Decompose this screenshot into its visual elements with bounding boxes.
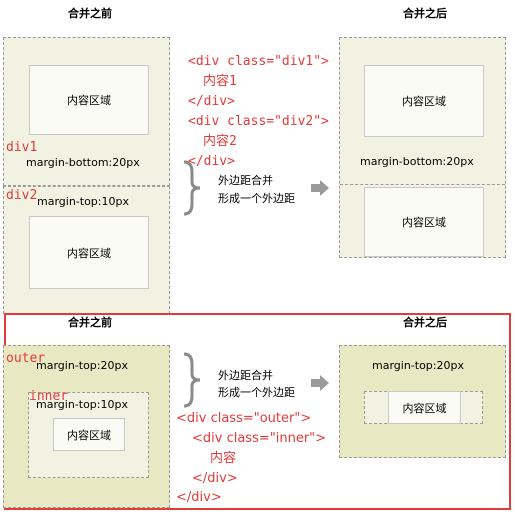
bottom-after-margin-top-label: margin-top:20px xyxy=(372,359,464,372)
top-code-line-4: <div class="div2"> xyxy=(188,114,329,129)
after-divider xyxy=(340,184,505,185)
bottom-after-outer-box: margin-top:20px 内容区域 xyxy=(339,345,506,458)
top-note-line-1: 外边距合并 xyxy=(218,174,273,187)
bottom-code-line-3: 内容 xyxy=(210,451,237,466)
div1-margin-bottom-label: margin-bottom:20px xyxy=(26,156,140,169)
top-code-line-5: 内容2 xyxy=(203,134,237,149)
outer-box: margin-top:20px margin-top:10px 内容区域 xyxy=(3,345,170,508)
bottom-arrow-icon xyxy=(311,375,329,391)
after-margin-bottom-label: margin-bottom:20px xyxy=(360,155,474,168)
after-div1-content-area: 内容区域 xyxy=(364,65,484,137)
bottom-after-content-area: 内容区域 xyxy=(388,391,461,424)
div2-content-label: 内容区域 xyxy=(67,246,111,260)
div2-label: div2 xyxy=(6,188,38,203)
div2-content-area: 内容区域 xyxy=(29,216,149,289)
top-code-line-3: </div> xyxy=(188,94,235,109)
top-before-heading: 合并之前 xyxy=(68,7,112,20)
top-arrow-icon xyxy=(311,180,329,196)
after-div2-content-area: 内容区域 xyxy=(364,187,484,257)
bottom-note-line-1: 外边距合并 xyxy=(218,369,273,382)
div1-box: 内容区域 margin-bottom:20px xyxy=(3,37,170,186)
top-note-line-2: 形成一个外边距 xyxy=(218,192,295,205)
top-brace-icon xyxy=(183,160,201,216)
bottom-after-inner-box: 内容区域 xyxy=(364,391,483,424)
bottom-after-content-label: 内容区域 xyxy=(402,401,447,415)
bottom-after-heading: 合并之后 xyxy=(403,316,447,329)
top-code-line-2: 内容1 xyxy=(203,74,237,89)
div1-content-area: 内容区域 xyxy=(29,65,149,135)
bottom-before-heading: 合并之前 xyxy=(68,316,112,329)
div1-content-label: 内容区域 xyxy=(67,94,111,107)
top-after-heading: 合并之后 xyxy=(403,7,447,20)
inner-box: margin-top:10px 内容区域 xyxy=(28,392,149,478)
bottom-code-line-1: <div class="outer"> xyxy=(176,411,312,426)
bottom-code-line-5: </div> xyxy=(176,490,222,505)
inner-content-label: 内容区域 xyxy=(67,428,111,442)
inner-content-area: 内容区域 xyxy=(53,418,125,451)
bottom-code-line-2: <div class="inner"> xyxy=(192,431,327,446)
after-div2-content-label: 内容区域 xyxy=(402,216,446,229)
top-after-box: 内容区域 margin-bottom:20px 内容区域 xyxy=(339,37,506,258)
bottom-brace-icon xyxy=(183,352,201,408)
bottom-note-line-2: 形成一个外边距 xyxy=(218,386,295,399)
div2-box: margin-top:10px 内容区域 xyxy=(3,186,170,314)
after-div1-content-label: 内容区域 xyxy=(402,95,446,108)
div2-margin-top-label: margin-top:10px xyxy=(37,195,129,208)
inner-margin-top-label: margin-top:10px xyxy=(36,398,128,411)
outer-margin-top-label: margin-top:20px xyxy=(36,359,128,372)
inner-label: inner xyxy=(29,389,69,404)
top-code-line-1: <div class="div1"> xyxy=(188,54,329,69)
bottom-code-line-4: </div> xyxy=(192,471,238,486)
top-code-line-6: </div> xyxy=(188,154,235,169)
outer-label: outer xyxy=(6,351,46,366)
div1-label: div1 xyxy=(6,140,38,155)
